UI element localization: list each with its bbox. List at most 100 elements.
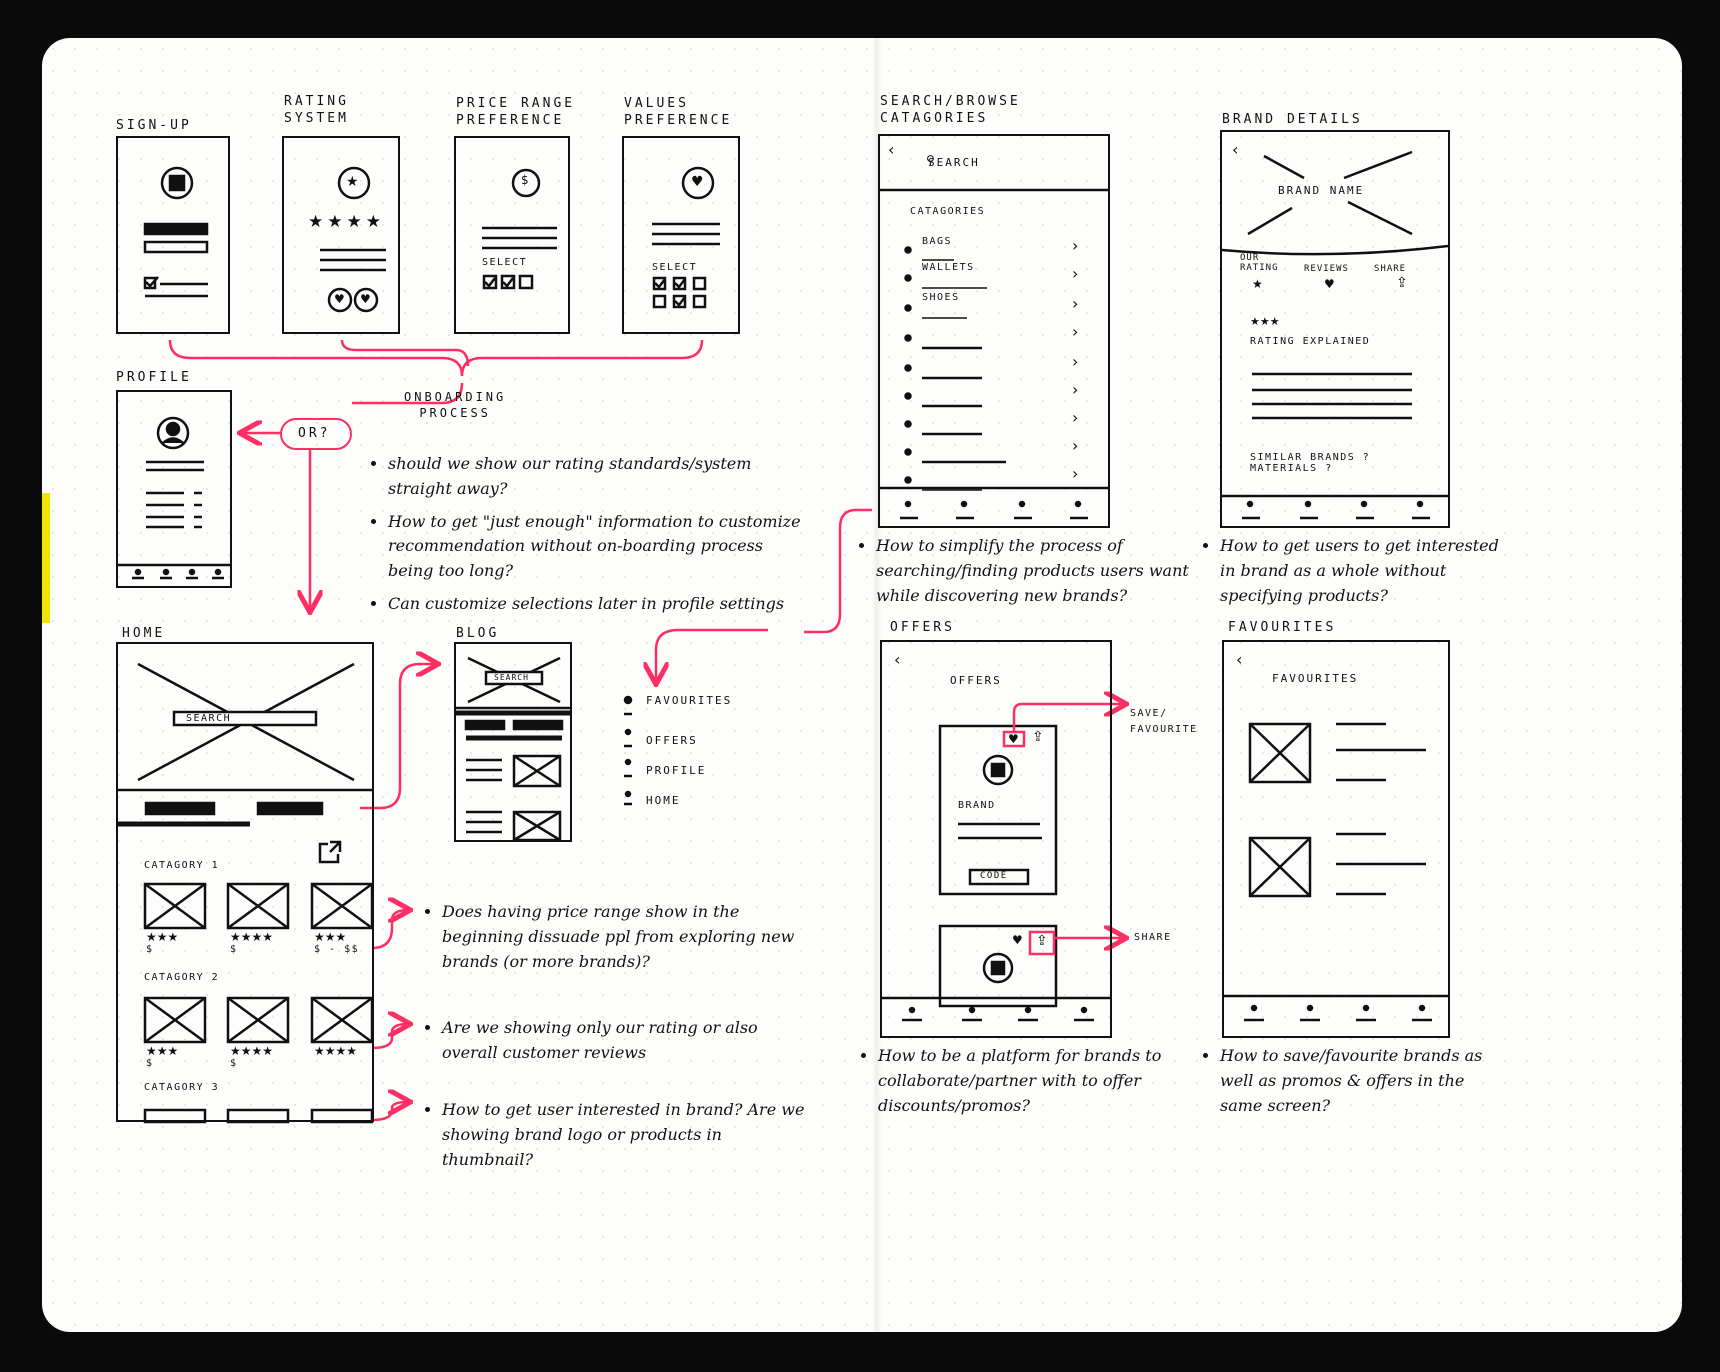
price-tag: $ <box>146 1058 154 1069</box>
heart-icon[interactable]: ♥ <box>1012 933 1023 947</box>
heart-icon[interactable]: ♥ <box>1008 732 1019 746</box>
price-frame <box>454 136 570 334</box>
chevron-right-icon[interactable]: › <box>1072 264 1079 283</box>
back-icon[interactable]: ‹ <box>894 650 901 669</box>
search-frame <box>878 134 1110 528</box>
blog-frame <box>454 642 572 842</box>
star-icon: ★ <box>1252 277 1263 291</box>
yellow-tab <box>42 493 50 623</box>
price-tag: $ <box>230 1058 238 1069</box>
heading-price: PRICE RANGE PREFERENCE <box>456 96 576 128</box>
chevron-right-icon[interactable]: › <box>1072 464 1079 483</box>
blog-search-bar[interactable]: SEARCH <box>494 673 529 682</box>
rating-stars: ★★★ <box>146 1044 179 1058</box>
heading-offers: OFFERS <box>890 620 955 635</box>
rating-stars: ★★★★ <box>314 1044 358 1058</box>
nav-list-home: HOME <box>646 794 681 807</box>
share-icon[interactable]: ⇪ <box>1396 275 1408 291</box>
favourites-screen-sketch <box>1222 722 1448 1022</box>
offers-frame <box>880 640 1112 1038</box>
brand-tab-reviews[interactable]: REVIEWS <box>1304 264 1349 274</box>
heading-signup: SIGN-UP <box>116 118 192 133</box>
chevron-right-icon[interactable]: › <box>1072 380 1079 399</box>
favourites-title: FAVOURITES <box>1272 672 1359 685</box>
home-search-bar[interactable]: SEARCH <box>186 713 232 724</box>
category-wallets[interactable]: WALLETS <box>922 262 975 273</box>
nav-list-offers: OFFERS <box>646 734 698 747</box>
brand-tab-our-rating[interactable]: OUR RATING <box>1240 253 1279 273</box>
category-shoes[interactable]: SHOES <box>922 292 960 303</box>
profile-screen-sketch <box>118 416 232 580</box>
back-icon[interactable]: ‹ <box>1232 140 1239 159</box>
back-icon[interactable]: ‹ <box>888 140 895 159</box>
heart-icon: ♥ <box>691 174 704 190</box>
offer-code[interactable]: CODE <box>980 871 1008 881</box>
nav-list-bullets <box>623 695 633 806</box>
rating-stars: ★★★★ <box>230 1044 274 1058</box>
heading-profile: PROFILE <box>116 370 192 385</box>
nav-list-profile: PROFILE <box>646 764 707 777</box>
home-note-3: How to get user interested in brand? Are… <box>426 1098 806 1180</box>
search-screen-sketch <box>878 188 1108 520</box>
or-pill <box>280 418 352 450</box>
chevron-right-icon[interactable]: › <box>1072 408 1079 427</box>
heading-brand: BRAND DETAILS <box>1222 112 1363 127</box>
back-icon[interactable]: ‹ <box>1236 650 1243 669</box>
share-icon[interactable]: ⇪ <box>1032 729 1044 745</box>
chevron-right-icon[interactable]: › <box>1072 436 1079 455</box>
brand-screen-sketch <box>1221 150 1449 520</box>
home-screen-sketch <box>118 662 374 1124</box>
heading-home: HOME <box>122 626 166 641</box>
heart-icon: ♥ <box>1324 277 1335 291</box>
rating-stars: ★★★ <box>1250 315 1280 328</box>
signup-screen-sketch <box>143 166 209 298</box>
home-category-3: CATAGORY 3 <box>144 1082 220 1093</box>
chevron-right-icon[interactable]: › <box>1072 322 1079 341</box>
brand-name: BRAND NAME <box>1278 184 1365 197</box>
onboarding-label: ONBOARDING PROCESS <box>404 390 507 420</box>
chevron-right-icon[interactable]: › <box>1072 352 1079 371</box>
offers-screen-sketch <box>880 724 1110 1022</box>
chevron-right-icon[interactable]: › <box>1072 236 1079 255</box>
rating-stars: ★★★★ <box>230 930 274 944</box>
nav-list-favourites: FAVOURITES <box>646 694 733 707</box>
values-select-label: SELECT <box>652 262 698 273</box>
home-category-1: CATAGORY 1 <box>144 860 220 871</box>
blog-screen-sketch <box>456 656 571 842</box>
rating-screen-sketch <box>320 166 386 313</box>
brand-tab-share[interactable]: SHARE <box>1374 264 1407 274</box>
wireframe-linework <box>118 150 1449 1124</box>
price-select-label: SELECT <box>482 257 528 268</box>
heading-search: SEARCH/BROWSE CATAGORIES <box>880 94 1021 126</box>
favourites-frame <box>1222 640 1450 1038</box>
similar-brands: SIMILAR BRANDS ? MATERIALS ? <box>1250 452 1371 474</box>
heading-rating: RATING SYSTEM <box>284 94 349 126</box>
flow-connectors <box>168 339 1124 1122</box>
save-favourite-note: SAVE/ FAVOURITE <box>1130 708 1198 735</box>
offers-title: OFFERS <box>950 674 1002 687</box>
rating-explained: RATING EXPLAINED <box>1250 336 1371 347</box>
search-note: How to simplify the process of searching… <box>860 534 1200 616</box>
share-icon[interactable]: ⇪ <box>1036 933 1048 949</box>
price-tag: $ <box>146 944 154 955</box>
rating-stars: ★★★ <box>314 930 347 944</box>
offers-note: How to be a platform for brands to colla… <box>862 1044 1162 1126</box>
brand-note: How to get users to get interested in br… <box>1204 534 1504 616</box>
chevron-right-icon[interactable]: › <box>1072 294 1079 313</box>
rating-frame <box>282 136 400 334</box>
price-screen-sketch <box>482 168 557 290</box>
search-icon: ⚲ <box>926 153 935 167</box>
heading-values: VALUES PREFERENCE <box>624 96 733 128</box>
brand-frame <box>1220 130 1450 528</box>
share-note: SHARE <box>1134 932 1172 943</box>
values-screen-sketch <box>652 166 720 309</box>
price-tag: $ - $$ <box>314 944 360 955</box>
category-bags[interactable]: BAGS <box>922 236 953 247</box>
heading-favourites: FAVOURITES <box>1228 620 1337 635</box>
dollar-icon: $ <box>521 173 529 187</box>
home-note-2: Are we showing only our rating or also o… <box>426 1016 806 1074</box>
notebook-spine <box>872 38 882 1332</box>
search-input[interactable]: SEARCH <box>928 156 980 169</box>
home-category-2: CATAGORY 2 <box>144 972 220 983</box>
star-icon: ★ <box>346 174 359 190</box>
